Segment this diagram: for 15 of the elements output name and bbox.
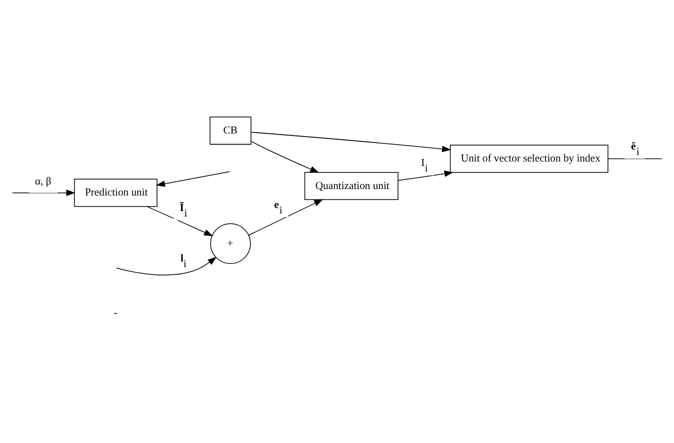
arrow <box>250 131 452 152</box>
node-box: Unit of vector selection by index <box>450 144 608 172</box>
node-box: Quantization unit <box>304 171 398 200</box>
label: - <box>114 308 118 319</box>
node-circle: + <box>210 222 251 264</box>
arrow <box>146 206 214 236</box>
arrow <box>248 198 324 236</box>
arrow <box>116 256 217 275</box>
arrow <box>398 170 454 180</box>
edge-label: α, β <box>34 176 52 187</box>
node-box: CB <box>210 116 252 144</box>
arrow <box>250 140 320 172</box>
node-box: Prediction unit <box>74 178 158 206</box>
connector <box>608 158 662 159</box>
arrow <box>156 170 230 186</box>
